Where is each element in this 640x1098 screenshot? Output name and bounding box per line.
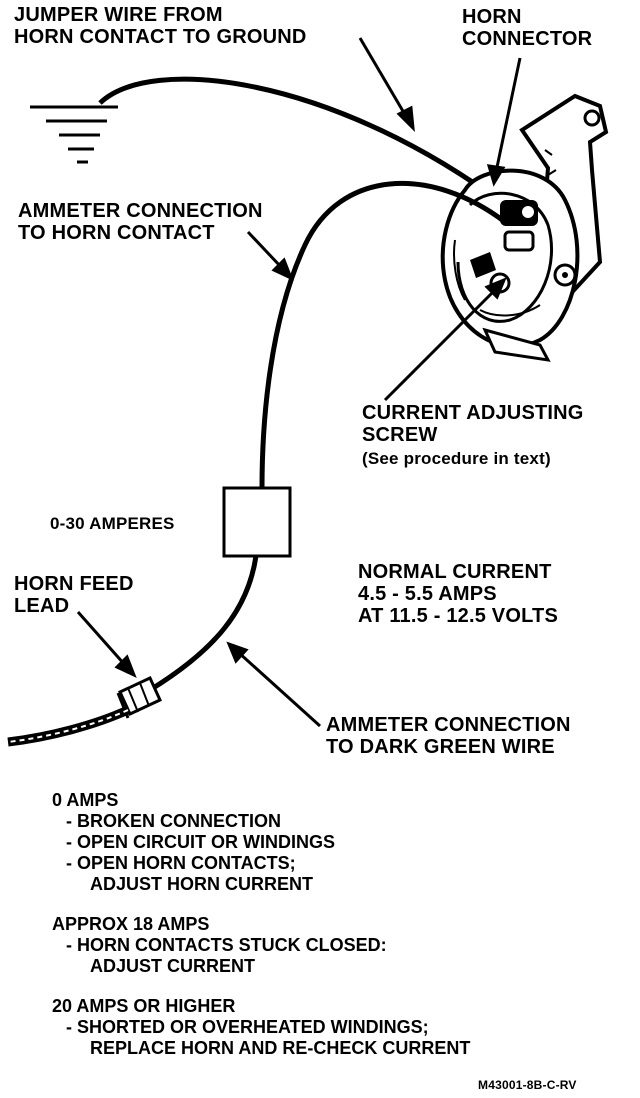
current-adjusting-screw-label: CURRENT ADJUSTING SCREW (See procedure i…	[362, 402, 584, 469]
dark-green-wire	[7, 705, 130, 747]
diagnosis-zero-amps: 0 AMPS - BROKEN CONNECTION - OPEN CIRCUI…	[52, 790, 335, 895]
jumper-wire	[98, 76, 507, 208]
horn-connector-label-line2: CONNECTOR	[462, 28, 593, 50]
ammeter-contact-label-line2: TO HORN CONTACT	[18, 222, 215, 244]
ammeter-range-label: 0-30 AMPERES	[50, 514, 175, 533]
diagnosis-item: REPLACE HORN AND RE-CHECK CURRENT	[90, 1038, 471, 1058]
horn-connector-label-line1: HORN	[462, 6, 522, 28]
normal-current-line2: 4.5 - 5.5 AMPS	[358, 583, 497, 605]
ammeter-box	[222, 486, 292, 558]
diagnosis-item: - BROKEN CONNECTION	[66, 811, 281, 831]
diagnosis-heading: 20 AMPS OR HIGHER	[52, 996, 236, 1016]
horn-feed-lead-label: HORN FEED LEAD	[14, 573, 134, 617]
figure-code: M43001-8B-C-RV	[478, 1078, 577, 1092]
jumper-wire-label: JUMPER WIRE FROM HORN CONTACT TO GROUND	[14, 4, 307, 48]
screw-label-line2: SCREW	[362, 424, 438, 446]
ground-symbol-icon	[30, 105, 118, 164]
diagnosis-heading: APPROX 18 AMPS	[52, 914, 210, 934]
ammeter-contact-label-line1: AMMETER CONNECTION	[18, 200, 263, 222]
dark-green-wire-label: AMMETER CONNECTION TO DARK GREEN WIRE	[326, 714, 571, 758]
diagnosis-20-amps-higher: 20 AMPS OR HIGHER - SHORTED OR OVERHEATE…	[52, 996, 470, 1059]
diagnosis-item: - HORN CONTACTS STUCK CLOSED:	[66, 935, 387, 955]
horn-connector-label: HORN CONNECTOR	[462, 6, 592, 50]
normal-current-label: NORMAL CURRENT 4.5 - 5.5 AMPS AT 11.5 - …	[358, 561, 558, 627]
ammeter-horn-contact-label: AMMETER CONNECTION TO HORN CONTACT	[18, 200, 263, 244]
ammeter-lead-lower	[148, 555, 259, 693]
normal-current-line1: NORMAL CURRENT	[358, 561, 552, 583]
horn-feed-label-line1: HORN FEED	[14, 573, 134, 595]
normal-current-line3: AT 11.5 - 12.5 VOLTS	[358, 605, 558, 627]
diagnosis-item: - SHORTED OR OVERHEATED WINDINGS;	[66, 1017, 429, 1037]
screw-label-line1: CURRENT ADJUSTING	[362, 402, 584, 424]
horn-feed-label-line2: LEAD	[14, 595, 70, 617]
green-wire-label-line2: TO DARK GREEN WIRE	[326, 736, 555, 758]
screw-label-line3: (See procedure in text)	[362, 449, 551, 468]
ammeter-lead-upper	[259, 181, 507, 489]
diagnosis-item: ADJUST HORN CURRENT	[90, 874, 314, 894]
diagnosis-item: - OPEN CIRCUIT OR WINDINGS	[66, 832, 335, 852]
jumper-label-line2: HORN CONTACT TO GROUND	[14, 26, 307, 48]
diagnosis-approx-18-amps: APPROX 18 AMPS - HORN CONTACTS STUCK CLO…	[52, 914, 387, 977]
horn-connector-icon	[440, 93, 609, 362]
jumper-label-line1: JUMPER WIRE FROM	[14, 4, 223, 26]
diagnosis-heading: 0 AMPS	[52, 790, 119, 810]
diagnosis-item: ADJUST CURRENT	[90, 956, 256, 976]
green-wire-label-line1: AMMETER CONNECTION	[326, 714, 571, 736]
diagnosis-item: - OPEN HORN CONTACTS;	[66, 853, 296, 873]
leader-lines	[76, 37, 522, 728]
